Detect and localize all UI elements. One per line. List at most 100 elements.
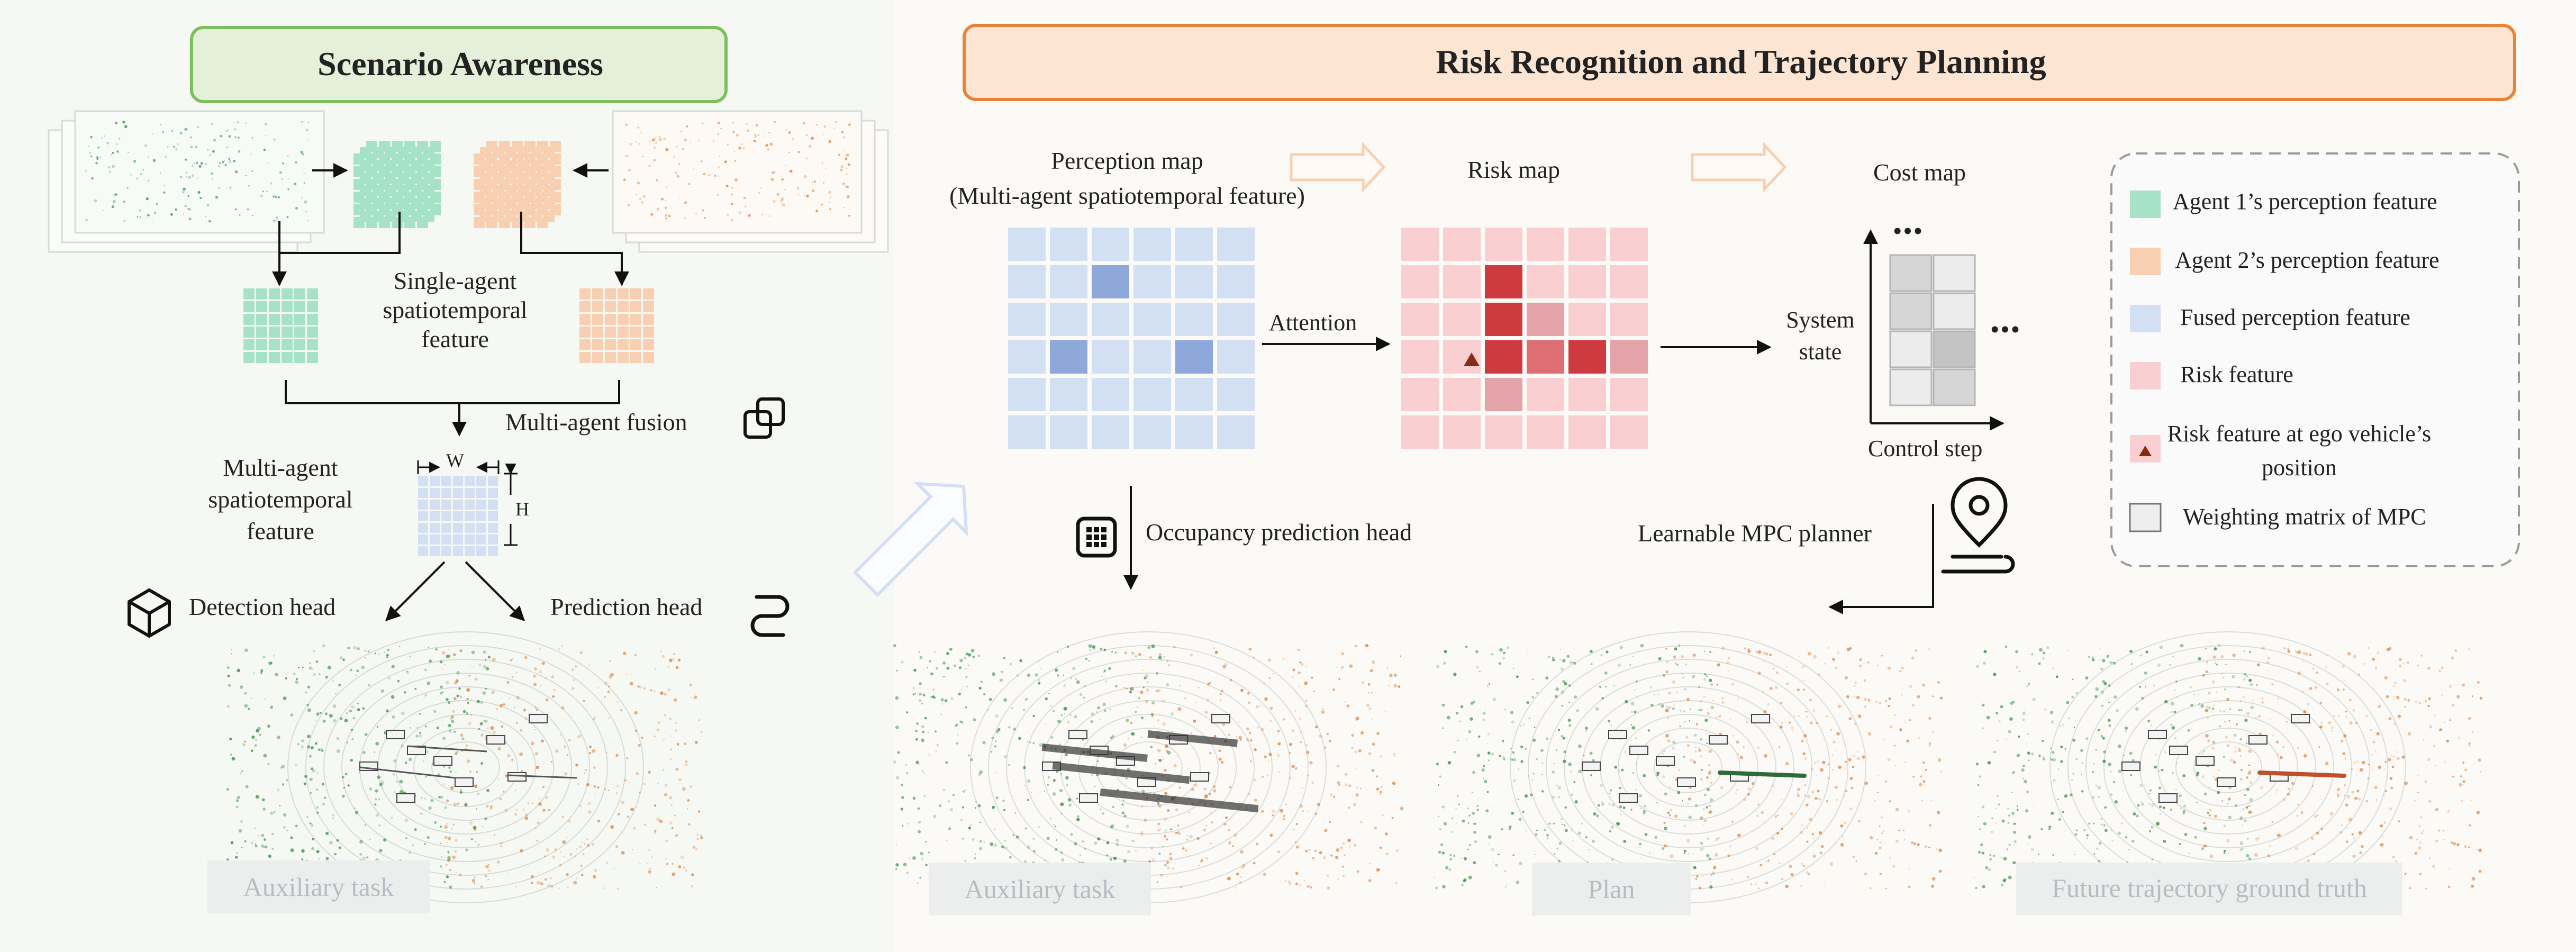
lidar-point xyxy=(1002,800,1005,802)
lidar-point xyxy=(2234,750,2237,753)
lidar-point xyxy=(509,697,511,699)
lidar-point xyxy=(2206,661,2208,664)
lidar-point xyxy=(1570,661,1573,664)
lidar-point xyxy=(610,742,611,744)
lidar-point xyxy=(912,856,916,860)
lidar-point xyxy=(644,823,647,826)
lidar-point xyxy=(2371,754,2373,756)
lidar-point xyxy=(428,647,429,648)
lidar-point xyxy=(1346,704,1350,708)
fused-cell xyxy=(476,511,486,521)
lidar-point xyxy=(2012,861,2016,865)
lidar-point xyxy=(1344,773,1348,776)
feature-cell xyxy=(294,314,305,325)
lidar-point xyxy=(498,778,500,780)
lidar-point xyxy=(1446,715,1450,720)
lidar-point xyxy=(1834,785,1838,789)
lidar-point xyxy=(231,649,232,650)
lidar-point xyxy=(906,872,909,875)
fused-cell xyxy=(476,523,486,533)
lidar-point xyxy=(841,131,843,133)
perception-cell xyxy=(1092,265,1129,298)
lidar-point xyxy=(677,658,681,662)
lidar-point xyxy=(1670,854,1674,858)
lidar-point xyxy=(597,786,600,789)
feature-cell xyxy=(366,217,377,228)
lidar-point xyxy=(1600,654,1603,657)
lidar-point xyxy=(1159,828,1162,830)
lidar-point xyxy=(1700,778,1703,781)
lidar-point xyxy=(1747,650,1751,653)
lidar-point xyxy=(1123,814,1127,818)
lidar-point xyxy=(2336,787,2341,792)
lidar-point xyxy=(665,784,667,787)
lidar-point xyxy=(2399,658,2402,661)
fused-cell xyxy=(430,476,440,486)
lidar-point xyxy=(683,866,685,869)
lidar-point xyxy=(2372,658,2375,661)
lidar-point xyxy=(2012,701,2015,704)
lidar-point xyxy=(295,207,298,210)
lidar-point xyxy=(2271,683,2274,686)
lidar-point xyxy=(453,653,456,656)
feature-cell xyxy=(282,301,293,312)
risk-cell xyxy=(1527,415,1564,449)
lidar-point xyxy=(307,735,311,738)
perception-cell xyxy=(1050,228,1087,261)
lidar-point xyxy=(2314,686,2318,689)
lidar-point xyxy=(471,879,476,883)
lidar-point xyxy=(634,711,638,715)
lidar-point xyxy=(1797,787,1801,792)
lidar-point xyxy=(454,752,458,755)
lidar-point xyxy=(2425,700,2427,702)
lidar-point xyxy=(1047,776,1050,779)
lidar-point xyxy=(497,747,501,751)
lidar-point xyxy=(1998,803,2000,805)
lidar-point xyxy=(2291,782,2294,785)
lidar-point xyxy=(2179,794,2182,797)
lidar-point xyxy=(637,182,640,185)
lidar-point xyxy=(282,162,284,165)
lidar-point xyxy=(1479,670,1481,673)
lidar-point xyxy=(1975,886,1978,890)
lidar-point xyxy=(2452,775,2454,778)
lidar-point xyxy=(268,661,272,665)
lidar-point xyxy=(1280,809,1283,813)
lidar-point xyxy=(420,812,422,815)
lidar-point xyxy=(1038,679,1040,681)
lidar-point xyxy=(2384,760,2387,763)
lidar-point xyxy=(1690,758,1694,762)
lidar-point xyxy=(1457,795,1459,797)
lidar-point xyxy=(1452,817,1454,819)
lidar-point xyxy=(1706,787,1710,792)
lidar-point xyxy=(1867,661,1870,664)
lidar-point xyxy=(1761,811,1764,814)
perception-cell xyxy=(1050,378,1087,411)
lidar-point xyxy=(1344,854,1346,856)
lidar-point xyxy=(525,813,528,817)
lidar-point xyxy=(1716,717,1717,718)
lidar-point xyxy=(542,809,546,812)
lidar-point xyxy=(902,825,904,827)
lidar-point xyxy=(919,656,923,659)
lidar-point xyxy=(1313,690,1315,693)
perception-cell xyxy=(1008,340,1046,374)
lidar-point xyxy=(456,681,459,683)
lidar-point xyxy=(2216,664,2218,666)
lidar-point xyxy=(2150,825,2154,829)
lidar-point xyxy=(2220,655,2224,658)
lidar-point xyxy=(2235,804,2238,807)
lidar-point xyxy=(1272,814,1274,817)
lidar-point xyxy=(821,162,823,164)
lidar-point xyxy=(199,196,202,200)
feature-cell xyxy=(499,217,510,228)
lidar-point xyxy=(226,705,230,708)
lidar-point xyxy=(1854,696,1855,697)
lidar-point xyxy=(2118,769,2122,773)
lidar-point xyxy=(1904,761,1907,763)
lidar-point xyxy=(560,851,561,853)
lidar-point xyxy=(1510,711,1514,714)
feature-cell xyxy=(269,314,280,325)
lidar-point xyxy=(2417,774,2419,777)
lidar-point xyxy=(656,179,658,182)
